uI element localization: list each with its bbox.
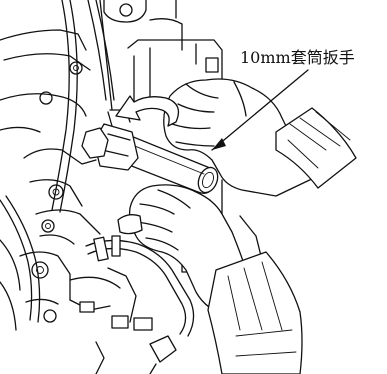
leader-lines: [99, 0, 309, 151]
socket-wrench: [81, 109, 219, 194]
lower-hand: [117, 184, 303, 374]
upper-hand: [163, 78, 357, 197]
socket-wrench-callout-label: 10mm套筒扳手: [240, 48, 355, 67]
curved-arrow-counterclockwise-icon: [115, 95, 180, 127]
hoses: [0, 0, 197, 337]
engine-background: [0, 0, 263, 374]
